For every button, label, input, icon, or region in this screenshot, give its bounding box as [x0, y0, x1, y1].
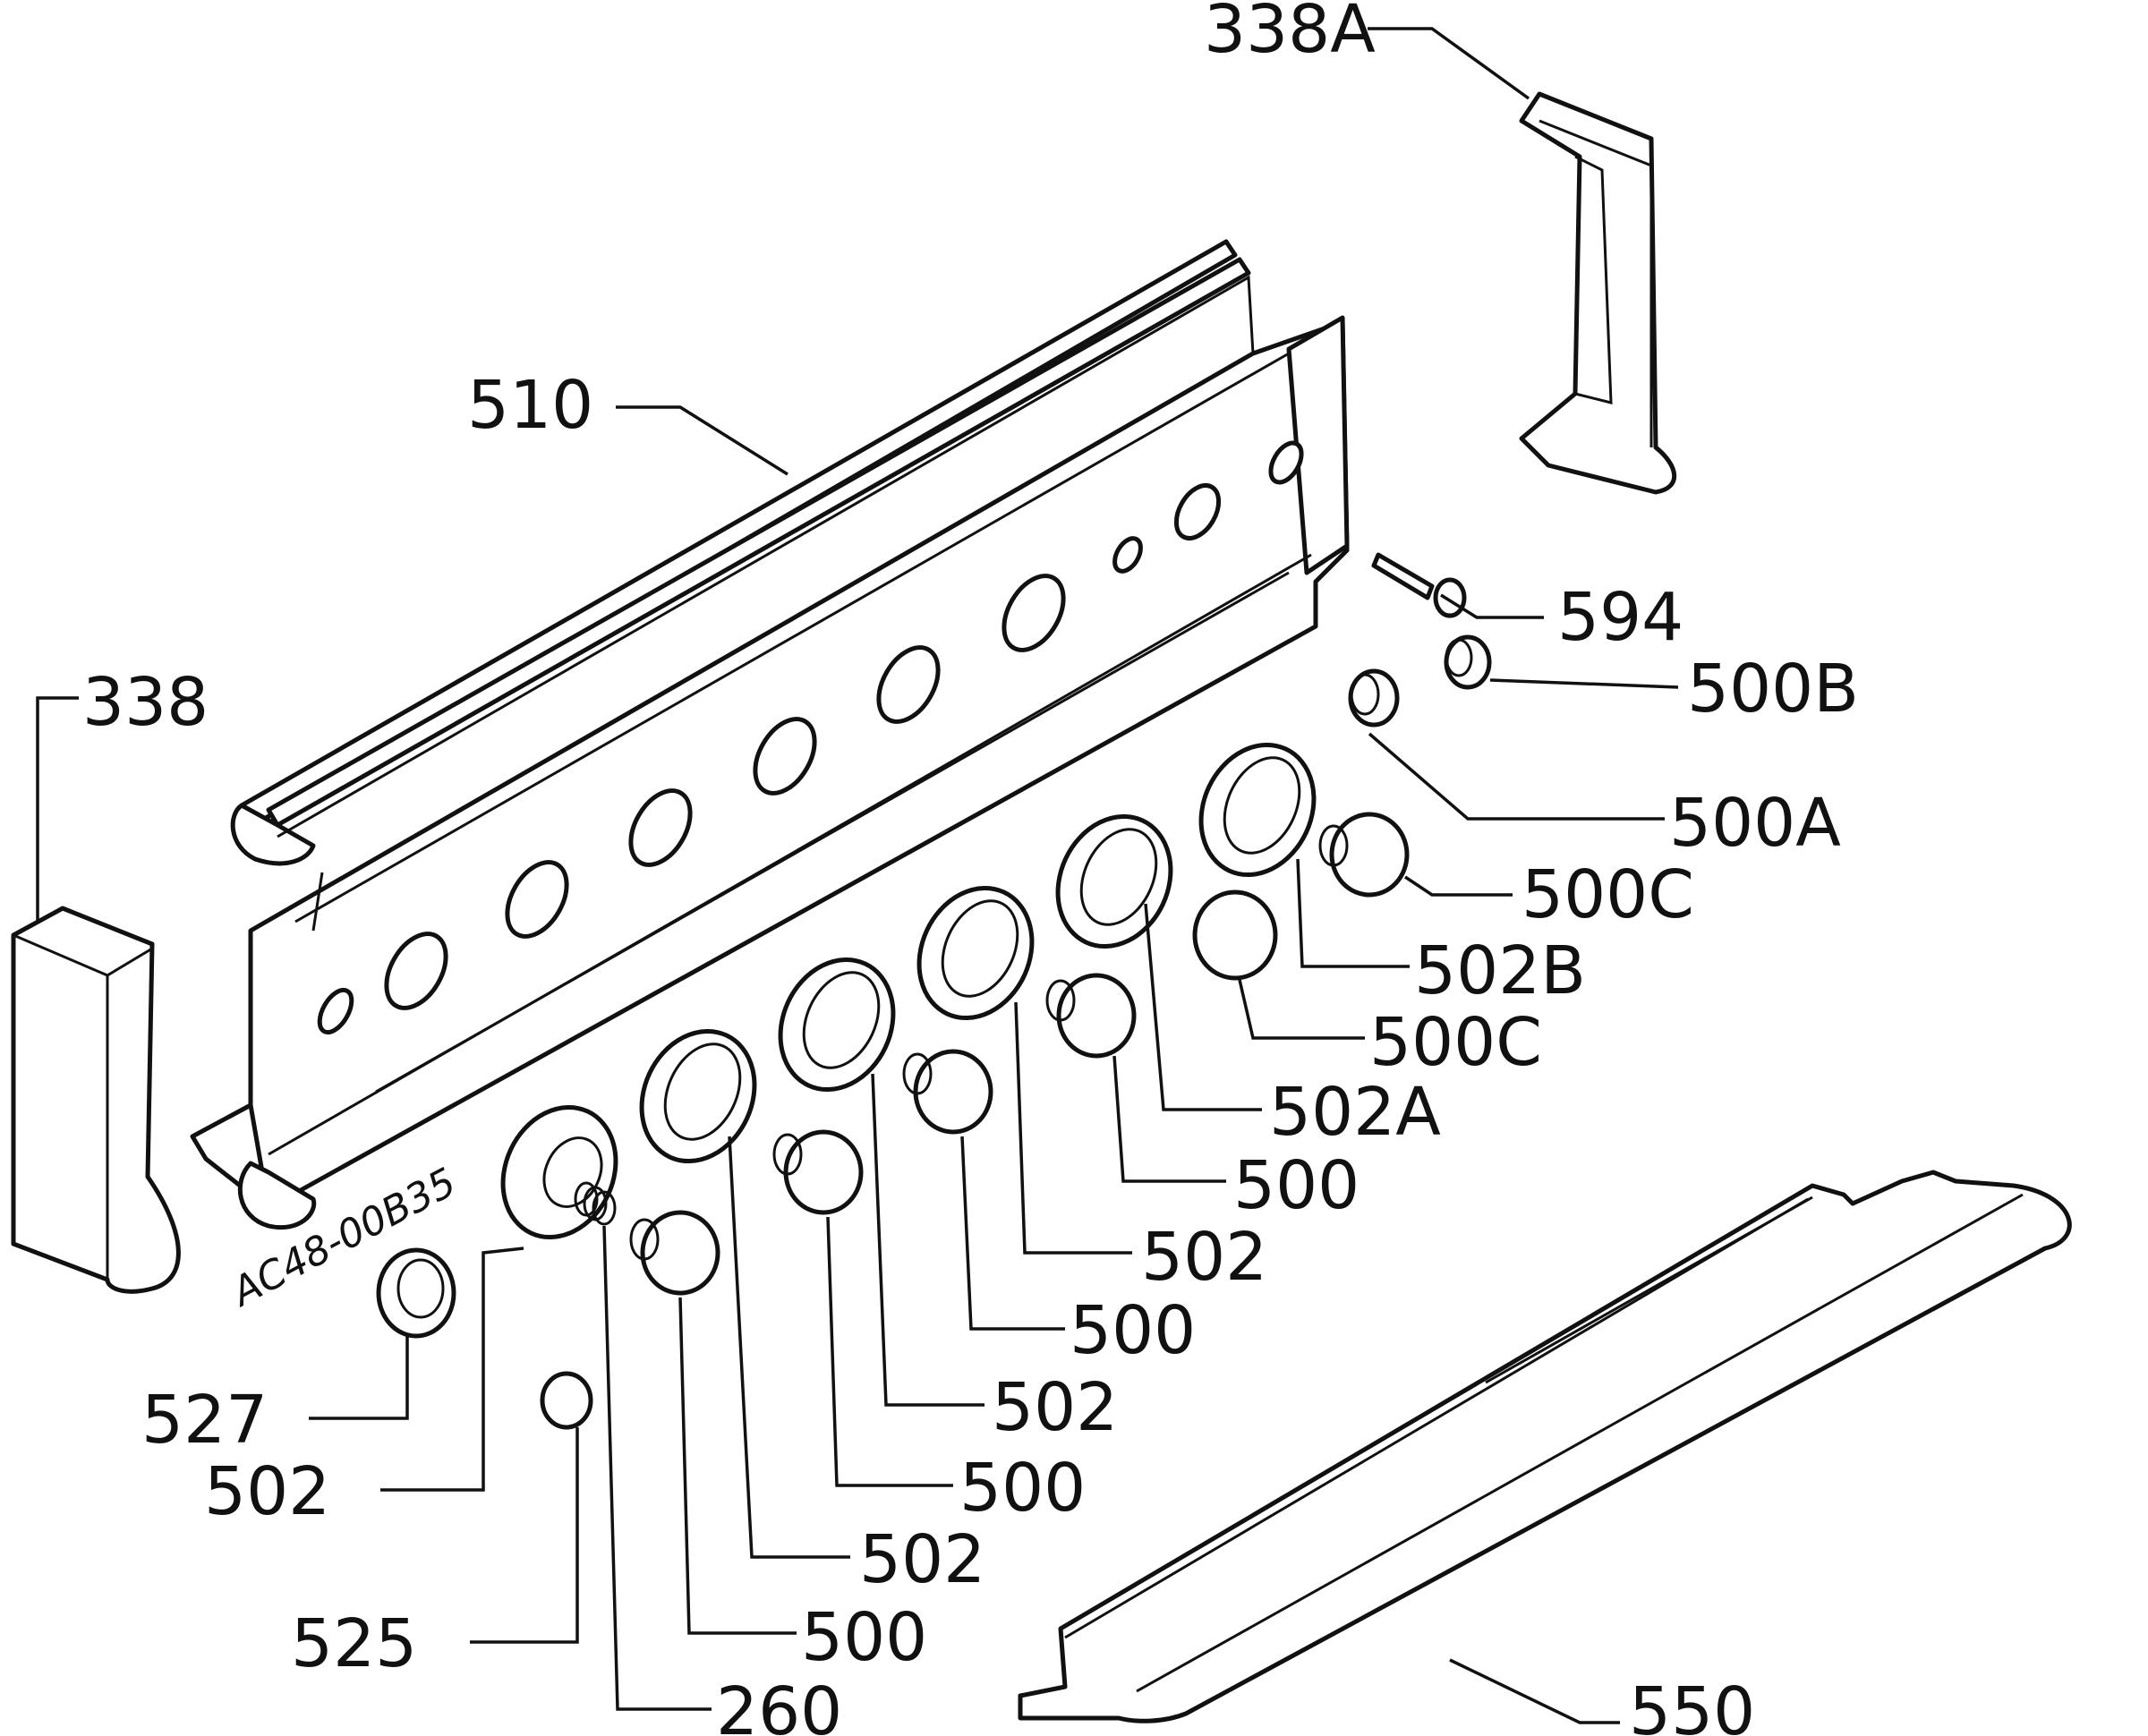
label-594: 594 — [1557, 579, 1683, 656]
part-338-end-cap — [11, 906, 181, 1294]
part-594-screw — [1371, 552, 1467, 618]
label-500-4: 500 — [801, 1599, 927, 1676]
label-260: 260 — [716, 1673, 842, 1736]
part-502-bezel-4 — [500, 1104, 618, 1240]
part-500c-knob-1 — [1318, 812, 1410, 898]
label-527: 527 — [141, 1382, 268, 1459]
label-525: 525 — [291, 1605, 417, 1682]
label-338: 338 — [82, 664, 209, 741]
part-502-bezel-3 — [639, 1028, 757, 1164]
label-500a: 500A — [1669, 785, 1841, 862]
part-500c-knob-2 — [1192, 889, 1278, 981]
label-500-1: 500 — [1233, 1147, 1360, 1224]
label-500-2: 500 — [1070, 1292, 1196, 1369]
part-525-plug — [540, 1371, 593, 1430]
part-502-bezel-2 — [778, 957, 896, 1093]
label-502b: 502B — [1414, 932, 1586, 1009]
part-502b-bezel — [1198, 742, 1317, 878]
part-338a-end-bracket — [1519, 91, 1677, 495]
label-500c-2: 500C — [1369, 1004, 1542, 1081]
label-550: 550 — [1629, 1673, 1755, 1736]
label-502-1: 502 — [1141, 1219, 1267, 1296]
part-500-knob-4 — [629, 1210, 720, 1296]
part-502-bezel-1 — [916, 885, 1035, 1021]
part-527-ring — [376, 1247, 456, 1339]
label-502-2: 502 — [992, 1369, 1118, 1446]
part-502a-bezel — [1055, 813, 1173, 949]
part-500b-knob — [1444, 634, 1492, 690]
part-500-knob-1 — [1045, 973, 1137, 1059]
label-338a: 338A — [1204, 0, 1376, 68]
label-500-3: 500 — [959, 1450, 1086, 1527]
label-510: 510 — [467, 367, 593, 444]
part-510-control-panel — [190, 239, 1350, 1230]
part-500-knob-3 — [772, 1129, 864, 1215]
label-500c-1: 500C — [1522, 856, 1694, 933]
label-502-4: 502 — [859, 1521, 985, 1598]
label-500b: 500B — [1687, 651, 1859, 728]
part-550-trim-strip — [1018, 1170, 2072, 1723]
label-502-3: 502 — [204, 1453, 330, 1530]
label-502a: 502A — [1269, 1074, 1441, 1151]
part-260-spring — [574, 1181, 617, 1226]
leader-lines — [36, 27, 1679, 1724]
part-500-knob-2 — [902, 1049, 993, 1135]
part-500a-knob — [1348, 668, 1400, 728]
